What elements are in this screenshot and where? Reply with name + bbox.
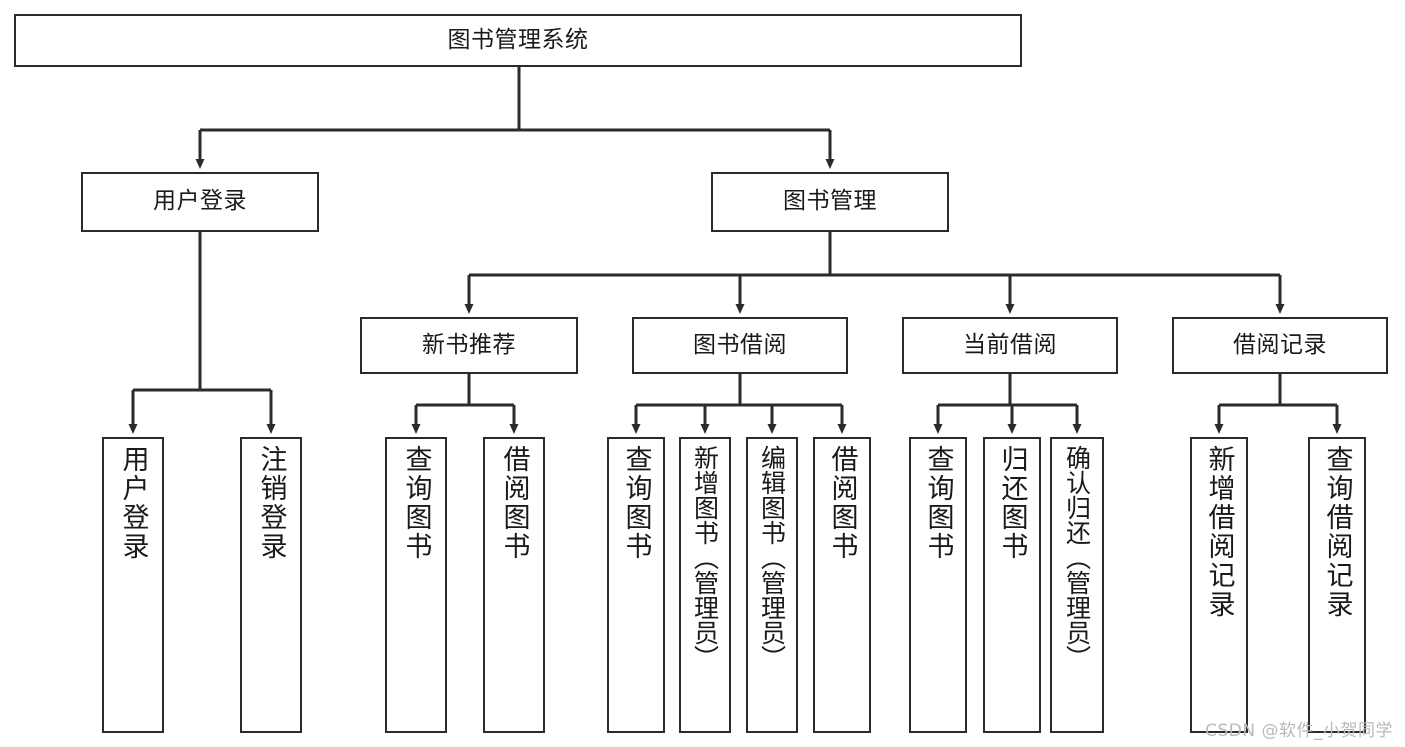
node-leaf-logout[interactable]: 注销登录: [240, 437, 302, 733]
node-label: 新书推荐: [422, 331, 516, 358]
node-label: 用户登录: [153, 188, 247, 215]
node-leaf-query-borrow-record[interactable]: 查询借阅记录: [1308, 437, 1366, 733]
node-label: 查询借阅记录: [1321, 445, 1353, 619]
node-leaf-borrow-book-recommend[interactable]: 借阅图书: [483, 437, 545, 733]
node-label: 图书管理: [783, 188, 877, 215]
node-label: 确认归还（管理员）: [1062, 445, 1092, 670]
node-root-system[interactable]: 图书管理系统: [14, 14, 1022, 67]
node-label: 借阅图书: [826, 445, 858, 561]
node-leaf-add-book-admin[interactable]: 新增图书（管理员）: [679, 437, 731, 733]
node-leaf-return-book[interactable]: 归还图书: [983, 437, 1041, 733]
node-leaf-user-login[interactable]: 用户登录: [102, 437, 164, 733]
node-label: 注销登录: [255, 445, 287, 561]
node-label: 用户登录: [117, 445, 149, 561]
node-leaf-edit-book-admin[interactable]: 编辑图书（管理员）: [746, 437, 798, 733]
node-label: 新增图书（管理员）: [690, 445, 720, 670]
node-label: 编辑图书（管理员）: [757, 445, 787, 670]
node-label: 图书管理系统: [447, 26, 589, 53]
node-leaf-borrow-book[interactable]: 借阅图书: [813, 437, 871, 733]
node-leaf-add-borrow-record[interactable]: 新增借阅记录: [1190, 437, 1248, 733]
node-book-management[interactable]: 图书管理: [711, 172, 949, 232]
node-leaf-confirm-return-admin[interactable]: 确认归还（管理员）: [1050, 437, 1104, 733]
csdn-watermark: CSDN @软件_小贺同学: [1205, 721, 1393, 741]
node-label: 借阅记录: [1233, 331, 1327, 358]
node-leaf-query-book-borrow[interactable]: 查询图书: [607, 437, 665, 733]
node-label: 新增借阅记录: [1203, 445, 1235, 619]
node-borrow-record[interactable]: 借阅记录: [1172, 317, 1388, 374]
node-label: 当前借阅: [963, 331, 1057, 358]
node-label: 借阅图书: [498, 445, 530, 561]
node-leaf-query-book-recommend[interactable]: 查询图书: [385, 437, 447, 733]
node-leaf-query-book-current[interactable]: 查询图书: [909, 437, 967, 733]
node-label: 查询图书: [620, 445, 652, 561]
node-label: 查询图书: [400, 445, 432, 561]
node-label: 归还图书: [996, 445, 1028, 561]
node-book-borrow[interactable]: 图书借阅: [632, 317, 848, 374]
node-user-login[interactable]: 用户登录: [81, 172, 319, 232]
node-new-book-recommend[interactable]: 新书推荐: [360, 317, 578, 374]
node-current-borrow[interactable]: 当前借阅: [902, 317, 1118, 374]
node-label: 图书借阅: [693, 331, 787, 358]
node-label: 查询图书: [922, 445, 954, 561]
